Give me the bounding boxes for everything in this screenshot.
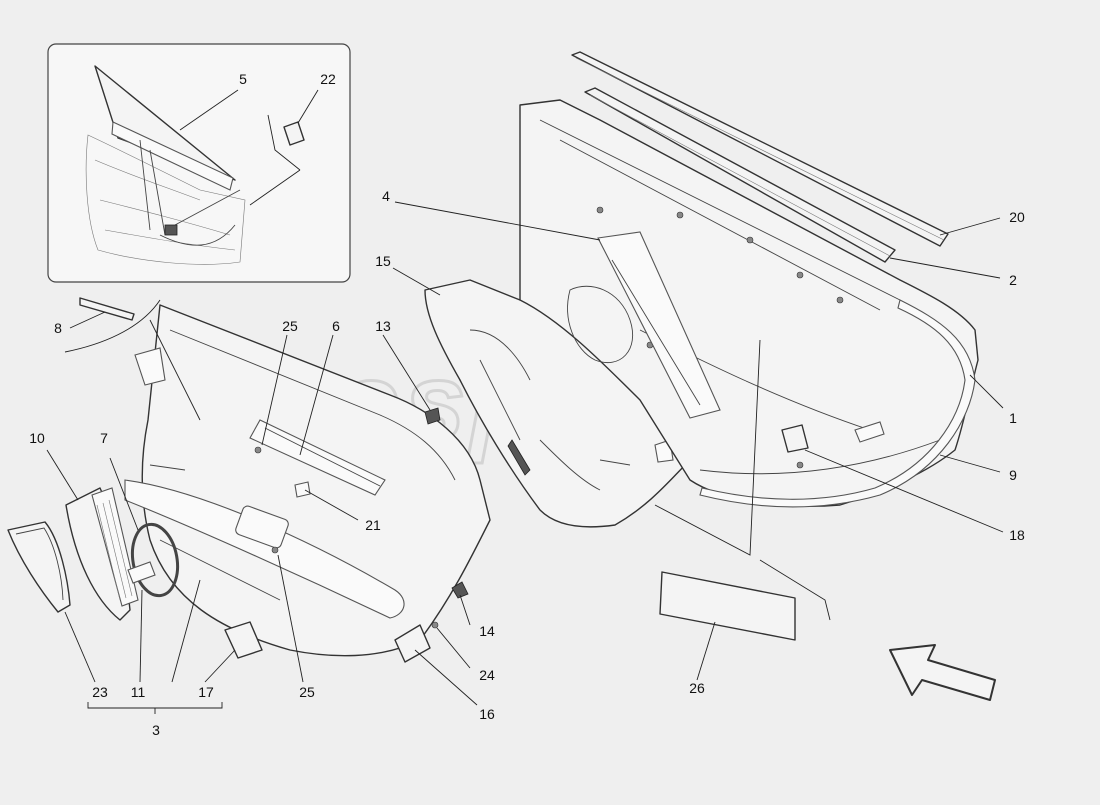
speaker-ring (130, 522, 180, 598)
window-channel (111, 121, 234, 191)
water-shield-contours (469, 329, 601, 491)
callout-9: 9 (1009, 467, 1017, 483)
screw-21 (294, 481, 311, 498)
window-regulator (139, 139, 241, 236)
callout-5: 5 (239, 71, 247, 87)
grip-line (264, 427, 381, 487)
shield-slot (599, 459, 631, 466)
regulator-plate (597, 231, 721, 419)
callout-7: 7 (100, 430, 108, 446)
callout-23: 23 (92, 684, 108, 700)
speaker-grille-rim (15, 527, 64, 601)
speaker-grille (7, 521, 71, 613)
handle-pull (127, 561, 156, 584)
callout-4: 4 (382, 188, 390, 204)
shield-strap (507, 439, 531, 476)
door-shell-lower-edge (699, 439, 941, 475)
handle-ribs (96, 499, 133, 601)
armrest (124, 479, 405, 619)
outer-belt-seal-line (575, 57, 945, 241)
callout-labels: 5 22 8 25 6 13 15 4 20 2 1 9 18 21 10 7 … (29, 71, 1025, 738)
regulator-plate-line (611, 259, 701, 406)
callout-24: 24 (479, 667, 495, 683)
inset-cut-lines (249, 114, 301, 206)
callout-6: 6 (332, 318, 340, 334)
sticker-cut-lines (654, 339, 831, 621)
door-shell (519, 99, 979, 508)
door-seal (699, 299, 976, 508)
callout-22: 22 (320, 71, 336, 87)
label-sticker (659, 571, 796, 641)
screw-25-upper (254, 446, 262, 454)
callout-25-upper: 25 (282, 318, 298, 334)
callout-14: 14 (479, 623, 495, 639)
shell-hole-3 (746, 236, 754, 244)
callout-11: 11 (131, 684, 146, 700)
door-shell-upper-frame (539, 119, 901, 311)
switch-bezel (235, 505, 289, 549)
direction-arrow (889, 644, 996, 701)
callout-13: 13 (375, 318, 391, 334)
trim-panel-upper-edge (169, 329, 456, 481)
shell-hole-2 (676, 211, 684, 219)
callout-8: 8 (54, 320, 62, 336)
regulator-motor (164, 224, 178, 236)
shell-hole-4 (796, 271, 804, 279)
regulator-cable (159, 224, 236, 246)
speaker-cutout (567, 285, 634, 364)
mirror-cover (134, 347, 166, 386)
window-clip (283, 121, 305, 146)
inner-window-channel (584, 87, 896, 263)
shell-bracket (854, 421, 885, 443)
door-trim-panel (64, 299, 491, 657)
callout-3: 3 (152, 722, 160, 738)
inner-window-channel-line (589, 94, 891, 257)
reflector (394, 624, 431, 663)
latch-screw (796, 461, 804, 469)
trim-cut-lines (64, 299, 201, 421)
trim-bracket (79, 297, 135, 321)
callout-16: 16 (479, 706, 495, 722)
leader-lines (46, 89, 1004, 714)
callout-25-lower: 25 (299, 684, 315, 700)
callout-15: 15 (375, 253, 391, 269)
callout-26: 26 (689, 680, 705, 696)
callout-1: 1 (1009, 410, 1017, 426)
screw-25-lower (271, 546, 279, 554)
door-latch (781, 424, 809, 453)
callout-21: 21 (365, 517, 381, 533)
shell-hole-1 (596, 206, 604, 214)
callout-17: 17 (198, 684, 214, 700)
pocket-insert (224, 621, 263, 659)
inset-door-contour (85, 134, 246, 265)
clip-14 (451, 581, 469, 599)
screw-24 (431, 621, 439, 629)
callout-20: 20 (1009, 209, 1025, 225)
callout-10: 10 (29, 430, 45, 446)
callout-18: 18 (1009, 527, 1025, 543)
shell-hole-7 (836, 296, 844, 304)
armrest-grip (249, 419, 386, 496)
handle-lever (91, 487, 139, 607)
clip-13 (424, 407, 441, 425)
inset-detail (47, 43, 351, 283)
callout-2: 2 (1009, 272, 1017, 288)
